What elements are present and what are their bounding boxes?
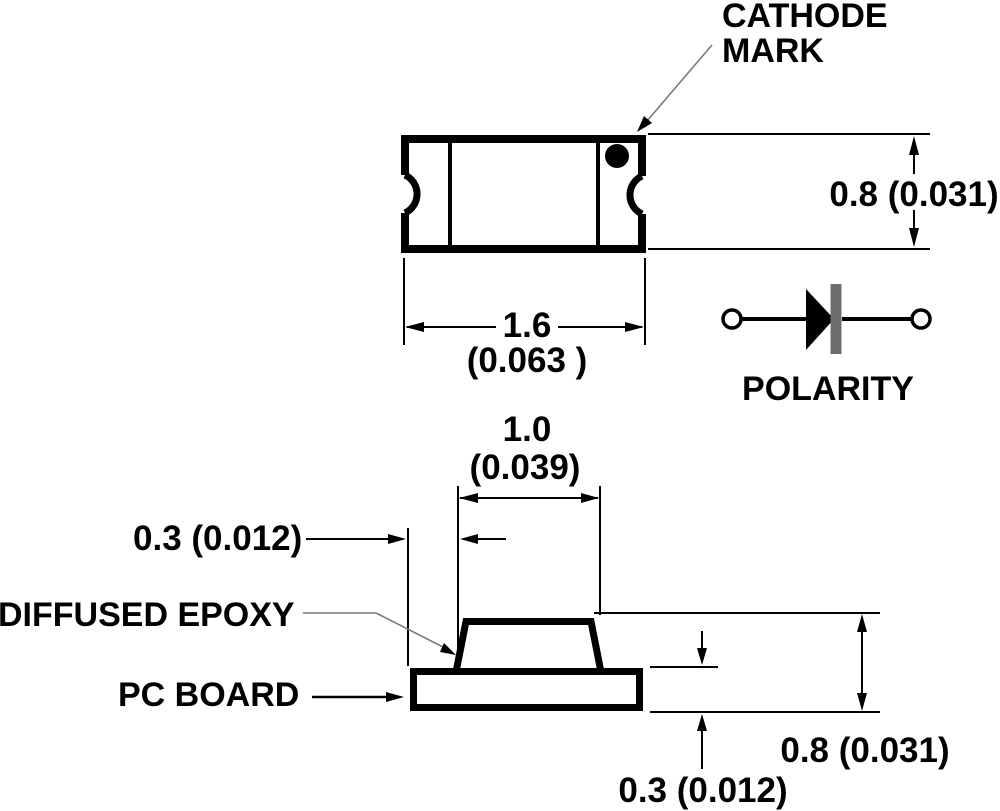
epoxy-leader-arrowhead bbox=[440, 643, 456, 655]
arrow-up-icon bbox=[857, 614, 867, 632]
side-extension-lines bbox=[594, 612, 880, 713]
arrow-right-icon bbox=[581, 493, 599, 503]
cathode-leader-line bbox=[640, 44, 713, 129]
epoxy-extension-lines bbox=[457, 486, 601, 650]
arrow-up-icon bbox=[697, 714, 707, 731]
edge-offset-value: 0.3 (0.012) bbox=[133, 519, 302, 558]
left-terminal-notch bbox=[403, 171, 421, 217]
pc-board-body bbox=[410, 668, 643, 711]
arrow-left-icon bbox=[405, 322, 424, 332]
top-height-value: 0.8 (0.031) bbox=[829, 175, 998, 214]
height-extension-lines bbox=[648, 133, 930, 250]
diffused-epoxy-label: DIFFUSED EPOXY bbox=[0, 596, 295, 634]
arrow-left-icon bbox=[459, 493, 478, 503]
arrow-down-icon bbox=[857, 693, 867, 711]
cathode-mark-dot bbox=[605, 144, 629, 168]
pc-board-label: PC BOARD bbox=[118, 676, 299, 714]
cathode-leader-arrowhead bbox=[637, 116, 652, 132]
side-view bbox=[410, 618, 643, 711]
diffused-epoxy-callout: DIFFUSED EPOXY bbox=[0, 596, 456, 655]
arrow-down-icon bbox=[697, 648, 707, 665]
arrow-right-icon bbox=[386, 692, 404, 702]
total-height-value: 0.8 (0.031) bbox=[780, 731, 949, 770]
arrow-up-icon bbox=[909, 136, 919, 155]
width-extension-lines bbox=[403, 258, 646, 345]
dimension-total-height: 0.8 (0.031) bbox=[594, 612, 950, 770]
epoxy-width-value-mm: 1.0 bbox=[503, 410, 552, 449]
polarity-label: POLARITY bbox=[742, 370, 914, 408]
epoxy-dome bbox=[452, 618, 605, 673]
dimension-edge-offset: 0.3 (0.012) bbox=[133, 519, 506, 666]
right-terminal-notch bbox=[626, 172, 644, 218]
cathode-terminal-circle bbox=[910, 308, 932, 330]
polarity-symbol: POLARITY bbox=[721, 284, 932, 408]
dimension-board-thickness: 0.3 (0.012) bbox=[618, 631, 788, 810]
cathode-mark-callout: CATHODE MARK bbox=[637, 0, 888, 132]
diode-triangle-icon bbox=[806, 289, 834, 350]
package-outline bbox=[401, 135, 646, 253]
arrow-left-icon bbox=[460, 534, 478, 544]
arrow-right-icon bbox=[388, 534, 406, 544]
diode-cathode-bar bbox=[830, 284, 842, 354]
board-thickness-value: 0.3 (0.012) bbox=[618, 771, 787, 810]
epoxy-width-value-in: (0.039) bbox=[470, 448, 581, 487]
arrow-right-icon bbox=[625, 322, 644, 332]
arrow-down-icon bbox=[909, 228, 919, 247]
dimension-top-height: 0.8 (0.031) bbox=[648, 133, 999, 250]
anode-terminal-circle bbox=[721, 308, 743, 330]
dimension-top-width: 1.6 (0.063 ) bbox=[403, 258, 646, 380]
epoxy-leader-line bbox=[303, 612, 448, 650]
top-width-value-in: (0.063 ) bbox=[467, 341, 588, 380]
cathode-mark-label-line2: MARK bbox=[722, 32, 824, 70]
dimension-epoxy-width: 1.0 (0.039) bbox=[457, 410, 601, 650]
cathode-mark-label-line1: CATHODE bbox=[722, 0, 888, 35]
pc-board-callout: PC BOARD bbox=[118, 676, 404, 714]
top-width-value-mm: 1.6 bbox=[503, 306, 552, 345]
terminal-separator-lines bbox=[448, 139, 600, 249]
top-view bbox=[401, 135, 646, 253]
